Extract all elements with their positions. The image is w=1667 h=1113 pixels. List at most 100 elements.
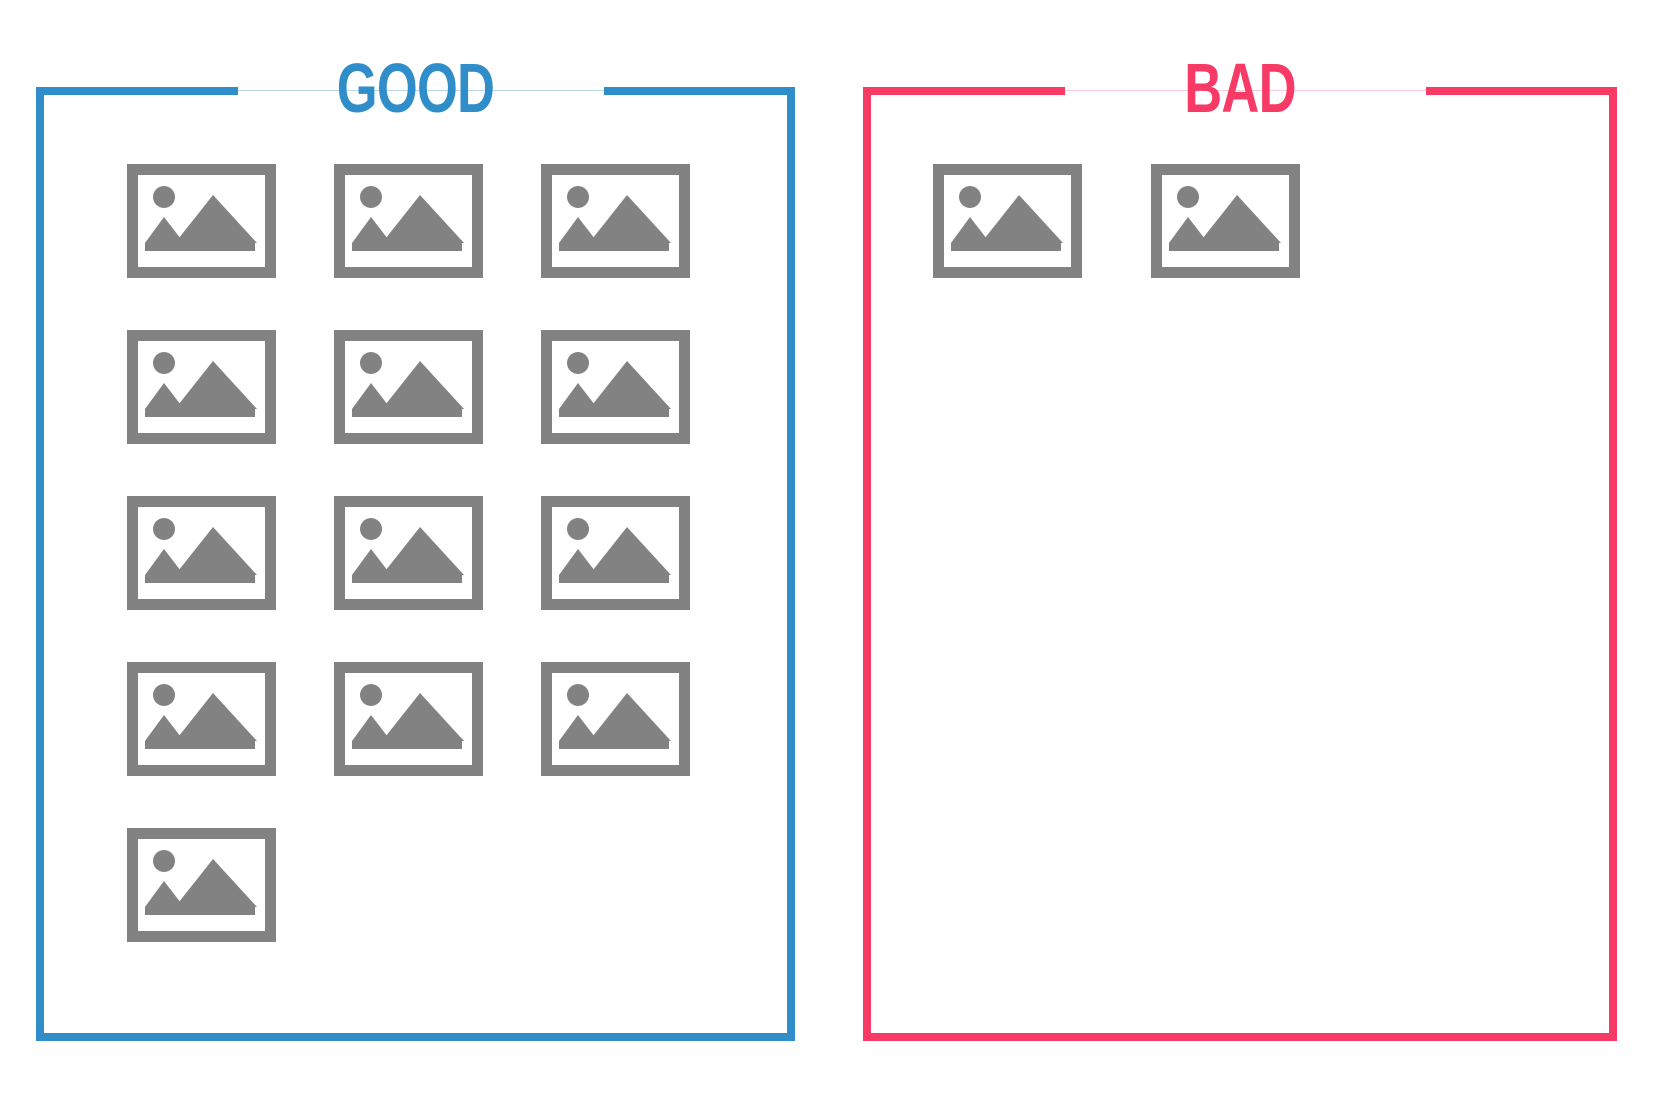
sun-dot — [567, 352, 589, 374]
sun-dot — [153, 684, 175, 706]
ground-strip — [352, 575, 462, 583]
small-mountain — [145, 881, 184, 907]
bad-panel-title: BAD — [1184, 49, 1296, 127]
large-mountain — [175, 195, 257, 243]
sun-dot — [360, 518, 382, 540]
image-placeholder-icon — [334, 330, 483, 444]
ground-strip — [951, 243, 1061, 251]
bad-icon-grid — [871, 87, 1609, 1033]
small-mountain — [559, 217, 598, 243]
large-mountain — [175, 527, 257, 575]
small-mountain — [145, 549, 184, 575]
image-placeholder-icon — [127, 330, 276, 444]
image-placeholder-icon — [127, 828, 276, 942]
small-mountain — [145, 217, 184, 243]
small-mountain — [559, 549, 598, 575]
large-mountain — [175, 859, 257, 907]
small-mountain — [1169, 217, 1208, 243]
sun-dot — [153, 518, 175, 540]
top-border-left-segment — [863, 87, 1065, 95]
image-placeholder-art — [559, 684, 671, 749]
image-placeholder-icon — [541, 330, 690, 444]
good-panel: GOOD — [36, 53, 795, 1041]
small-mountain — [559, 715, 598, 741]
small-mountain — [352, 549, 391, 575]
small-mountain — [352, 715, 391, 741]
ground-strip — [559, 409, 669, 417]
sun-dot — [567, 186, 589, 208]
image-placeholder-art — [951, 186, 1063, 251]
small-mountain — [951, 217, 990, 243]
top-border-right-segment — [1426, 87, 1617, 95]
large-mountain — [589, 195, 671, 243]
large-mountain — [175, 693, 257, 741]
ground-strip — [352, 409, 462, 417]
small-mountain — [559, 383, 598, 409]
sun-dot — [959, 186, 981, 208]
image-placeholder-art — [352, 518, 464, 583]
large-mountain — [589, 527, 671, 575]
ground-strip — [145, 741, 255, 749]
image-placeholder-art — [145, 352, 257, 417]
image-placeholder-icon — [933, 164, 1082, 278]
ground-strip — [145, 575, 255, 583]
large-mountain — [1199, 195, 1281, 243]
large-mountain — [589, 693, 671, 741]
ground-strip — [559, 243, 669, 251]
good-panel-title: GOOD — [336, 49, 495, 127]
image-placeholder-art — [559, 352, 671, 417]
ground-strip — [145, 907, 255, 915]
small-mountain — [145, 383, 184, 409]
top-border-left-segment — [36, 87, 238, 95]
sun-dot — [567, 684, 589, 706]
title-hairline — [863, 89, 1617, 92]
large-mountain — [175, 361, 257, 409]
good-icon-grid — [44, 87, 787, 1033]
large-mountain — [382, 693, 464, 741]
image-placeholder-art — [352, 684, 464, 749]
large-mountain — [382, 527, 464, 575]
small-mountain — [145, 715, 184, 741]
large-mountain — [382, 195, 464, 243]
sun-dot — [567, 518, 589, 540]
image-placeholder-art — [559, 186, 671, 251]
image-placeholder-icon — [127, 496, 276, 610]
sun-dot — [360, 684, 382, 706]
image-placeholder-art — [559, 518, 671, 583]
ground-strip — [145, 409, 255, 417]
bad-panel: BAD — [863, 53, 1617, 1041]
small-mountain — [352, 217, 391, 243]
image-placeholder-icon — [127, 662, 276, 776]
sun-dot — [360, 352, 382, 374]
ground-strip — [145, 243, 255, 251]
ground-strip — [559, 741, 669, 749]
top-border-right-segment — [604, 87, 795, 95]
sun-dot — [1177, 186, 1199, 208]
ground-strip — [559, 575, 669, 583]
ground-strip — [1169, 243, 1279, 251]
title-hairline — [36, 89, 795, 92]
image-placeholder-art — [352, 186, 464, 251]
image-placeholder-icon — [127, 164, 276, 278]
image-placeholder-icon — [1151, 164, 1300, 278]
sun-dot — [153, 352, 175, 374]
image-placeholder-icon — [334, 662, 483, 776]
image-placeholder-icon — [334, 496, 483, 610]
ground-strip — [352, 741, 462, 749]
image-placeholder-icon — [541, 662, 690, 776]
image-placeholder-art — [1169, 186, 1281, 251]
image-placeholder-icon — [334, 164, 483, 278]
sun-dot — [153, 850, 175, 872]
image-placeholder-art — [145, 186, 257, 251]
sun-dot — [153, 186, 175, 208]
sun-dot — [360, 186, 382, 208]
large-mountain — [981, 195, 1063, 243]
ground-strip — [352, 243, 462, 251]
image-placeholder-art — [145, 850, 257, 915]
large-mountain — [382, 361, 464, 409]
small-mountain — [352, 383, 391, 409]
image-placeholder-art — [145, 518, 257, 583]
image-placeholder-icon — [541, 496, 690, 610]
large-mountain — [589, 361, 671, 409]
